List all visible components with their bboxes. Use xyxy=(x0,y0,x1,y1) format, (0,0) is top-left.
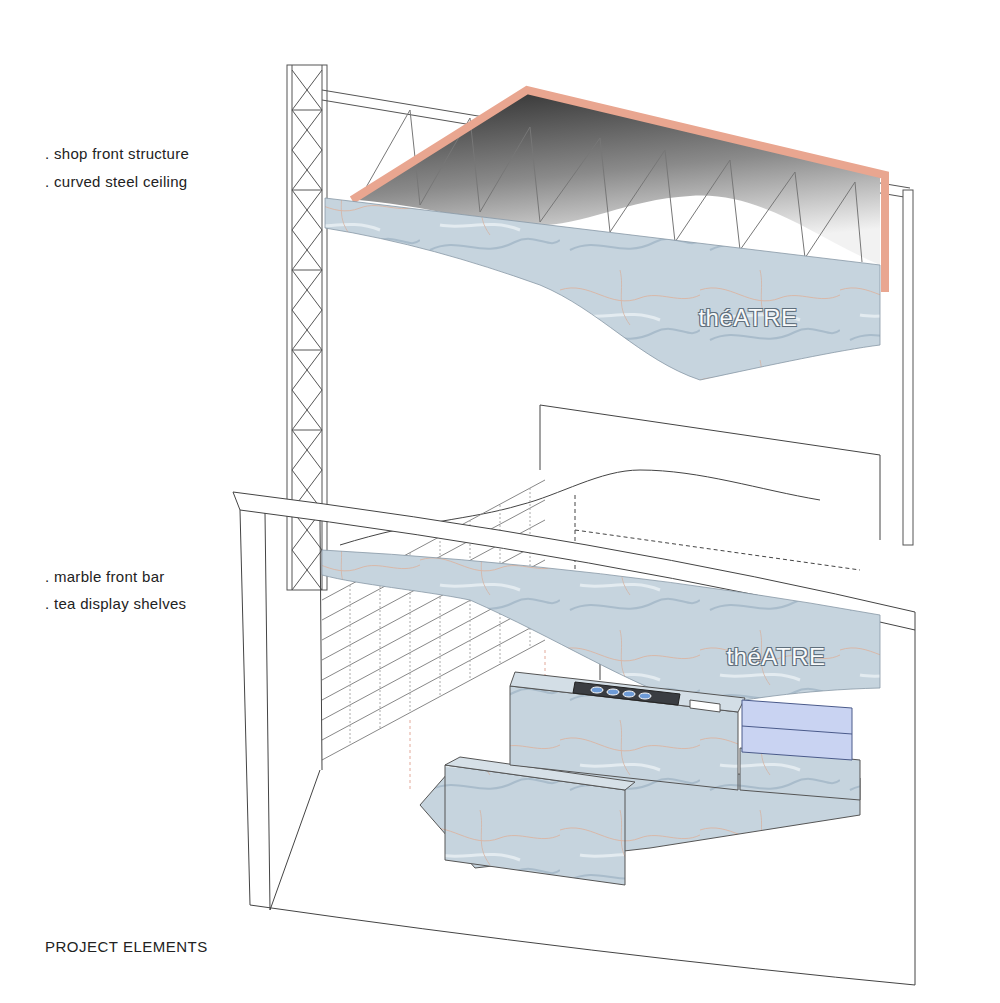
element-note: . marble front bar xyxy=(45,568,165,585)
tray xyxy=(690,700,720,712)
sheet-title: PROJECT ELEMENTS xyxy=(45,938,208,955)
display-case xyxy=(742,726,852,734)
signage-text: théATRE xyxy=(726,643,825,671)
element-note: . shop front structure xyxy=(45,145,189,162)
signage-text: théATRE xyxy=(698,304,797,332)
marble-counter xyxy=(510,686,738,790)
shop-room xyxy=(233,405,915,985)
display-case xyxy=(742,700,852,760)
element-note: . curved steel ceiling xyxy=(45,173,188,190)
marble-fascia xyxy=(325,198,880,380)
sink xyxy=(573,682,680,705)
marble-counter xyxy=(510,672,745,712)
tea-cups xyxy=(591,687,651,699)
element-note: . tea display shelves xyxy=(45,595,186,612)
top-structure xyxy=(287,65,913,590)
